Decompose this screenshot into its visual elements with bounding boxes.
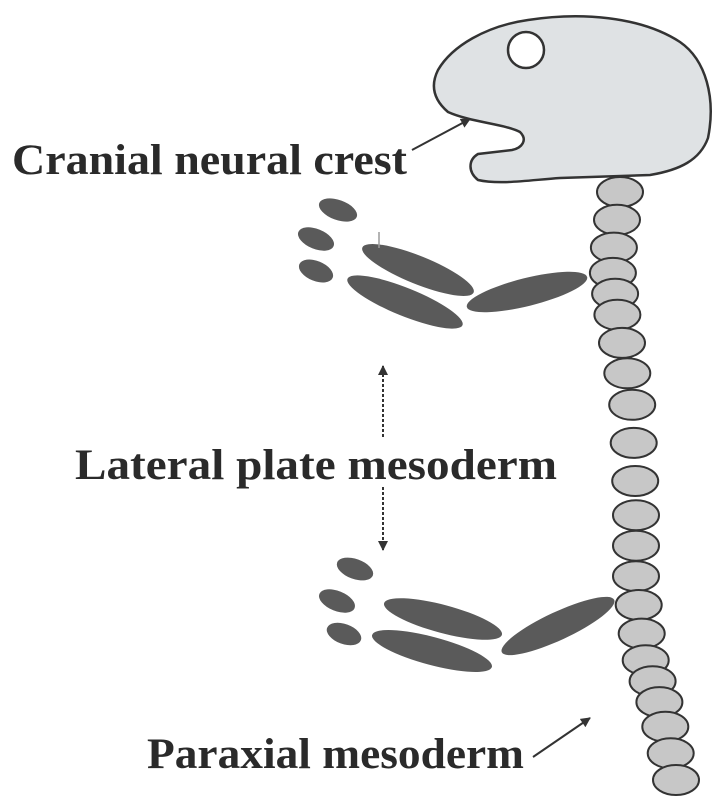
somite (613, 531, 659, 561)
somite (609, 390, 655, 420)
somite (616, 590, 662, 620)
somite (594, 205, 640, 235)
label-paraxial-mesoderm: Paraxial mesoderm (147, 731, 524, 778)
lower-limb-field (316, 553, 620, 680)
limb-bud (316, 585, 359, 618)
paraxial-mesoderm-arrow (533, 718, 590, 757)
label-lateral-plate-mesoderm: Lateral plate mesoderm (75, 442, 557, 489)
somite (653, 765, 699, 795)
limb-bud (296, 255, 337, 287)
limb-bud (334, 553, 377, 585)
somite (594, 300, 640, 330)
head-shape (434, 16, 711, 182)
somite-column (590, 177, 699, 795)
limb-segment (463, 263, 590, 320)
somite (619, 619, 665, 649)
somite (612, 466, 658, 496)
somite (613, 500, 659, 530)
cranial-neural-crest-arrow (412, 119, 470, 150)
somite (597, 177, 643, 207)
limb-bud (295, 223, 338, 256)
somite (604, 358, 650, 388)
eye-icon (508, 32, 544, 68)
somite (613, 561, 659, 591)
somite (648, 738, 694, 768)
limb-segment (496, 587, 620, 665)
limb-bud (316, 194, 360, 226)
somite (599, 328, 645, 358)
somite (611, 428, 657, 458)
upper-limb-field (295, 194, 591, 338)
limb-bud (324, 618, 365, 649)
label-cranial-neural-crest: Cranial neural crest (12, 137, 408, 184)
somite (642, 712, 688, 742)
